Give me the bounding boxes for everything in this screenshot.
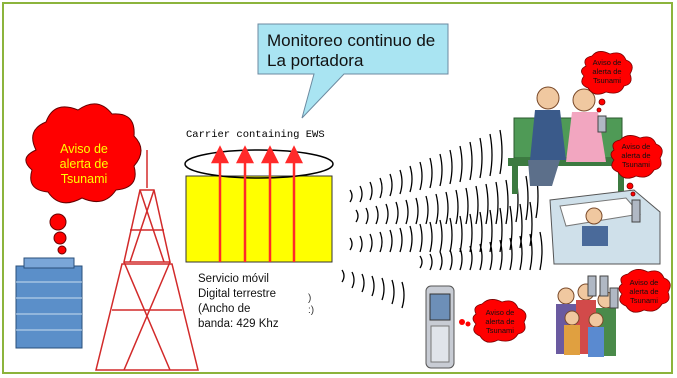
alert-main-text: Aviso de alerta de Tsunami [34,142,134,187]
partial-paren-text: ) :) [308,293,314,317]
speech-callout [257,23,449,119]
car-scene [549,189,661,265]
alert-cloud-main [25,103,142,255]
alert-phone-line-2: alerta de [485,317,515,326]
alert-group-line-1: Aviso de [629,278,659,287]
alert-phone-line-1: Aviso de [485,308,515,317]
alert-bench-right-line-1: Aviso de [621,142,651,151]
radio-waves [341,129,543,309]
carrier-arrows [210,145,304,262]
alert-bench-right-text: Aviso de alerta de Tsunami [612,142,660,169]
small-phones [587,115,641,309]
service-description: Servicio móvil Digital terrestre (Ancho … [198,272,279,332]
alert-bench-line-1: Aviso de [592,58,622,67]
service-line-1: Servicio móvil [198,273,269,285]
alert-bench-right-line-3: Tsunami [622,160,650,169]
alert-cloud-phone [472,299,527,343]
callout-text: Monitoreo continuo de La portadora [267,31,435,71]
frequency-band [184,149,334,263]
diagram-border [2,2,673,374]
alert-bench-right-line-2: alerta de [621,151,651,160]
alert-bench-text: Aviso de alerta de Tsunami [584,58,630,85]
callout-line-2: La portadora [267,51,364,70]
service-line-2: Digital terrestre [198,288,276,300]
alert-group-line-2: alerta de [629,287,659,296]
alert-main-line-3: Tsunami [60,172,108,186]
service-line-3: (Ancho de [198,303,251,315]
carrier-label: Carrier containing EWS [186,129,325,141]
callout-line-1: Monitoreo continuo de [267,31,436,50]
alert-main-line-2: alerta de [59,157,109,171]
alert-bench-line-2: alerta de [592,67,622,76]
alert-group-text: Aviso de alerta de Tsunami [620,278,668,305]
paren-line-2: :) [308,305,315,316]
alert-cloud-group [618,269,671,313]
alert-phone-line-3: Tsunami [486,326,514,335]
alert-bench-line-3: Tsunami [593,76,621,85]
broadcast-building [15,257,83,349]
alert-cloud-bench-right [610,135,663,197]
mobile-phone [425,285,471,369]
alert-group-line-3: Tsunami [630,296,658,305]
alert-cloud-bench [581,51,633,113]
broadcast-tower [95,150,199,371]
alert-main-line-1: Aviso de [60,142,108,156]
paren-line-1: ) [308,293,312,304]
alert-phone-text: Aviso de alerta de Tsunami [476,308,524,335]
service-line-4: banda: 429 Khz [198,318,279,330]
